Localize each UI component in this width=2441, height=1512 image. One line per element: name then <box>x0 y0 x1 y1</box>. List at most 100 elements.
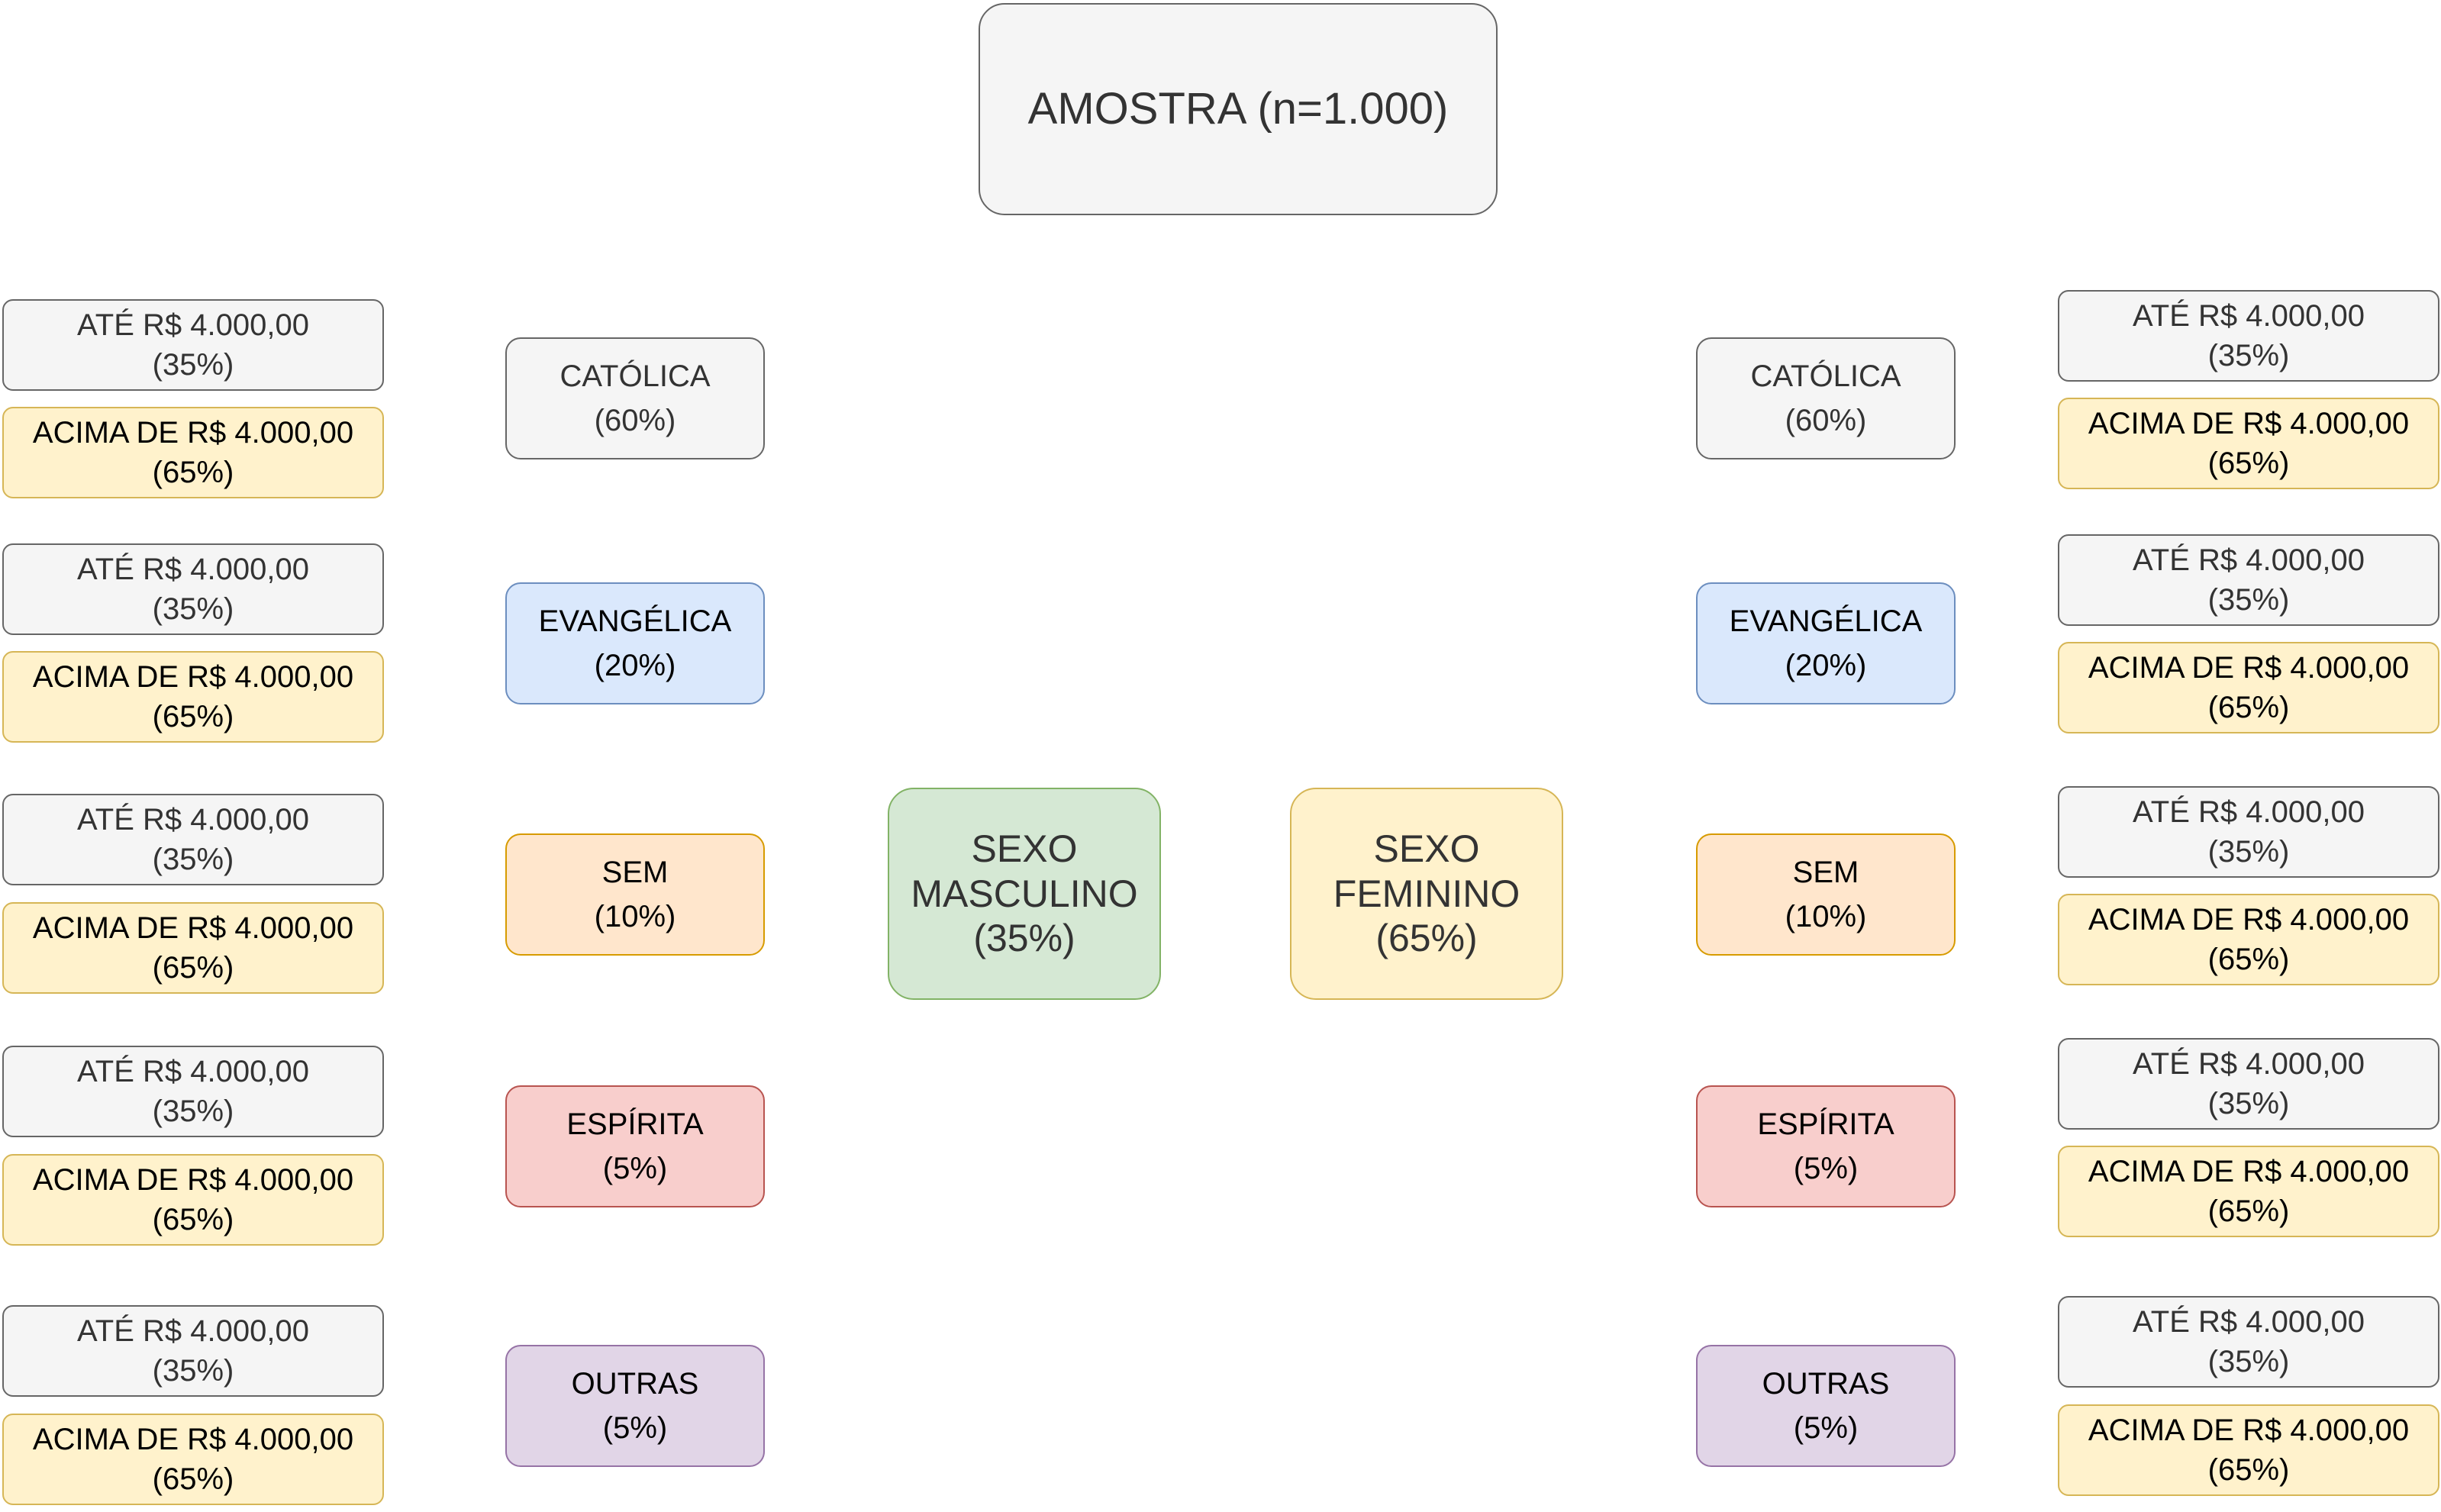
religion-pct: (5%) <box>602 1411 668 1445</box>
male-income-high-outras: ACIMA DE R$ 4.000,00 (65%) <box>2 1414 384 1505</box>
male-religion-catolica: CATÓLICA (60%) <box>505 337 765 459</box>
income-label: ATÉ R$ 4.000,00 <box>77 1055 309 1088</box>
income-pct: (65%) <box>152 700 234 733</box>
income-pct: (65%) <box>152 1462 234 1496</box>
income-pct: (35%) <box>152 592 234 626</box>
income-label: ATÉ R$ 4.000,00 <box>2133 1305 2365 1339</box>
male-line2: MASCULINO <box>911 872 1138 915</box>
male-income-high-espirita: ACIMA DE R$ 4.000,00 (65%) <box>2 1154 384 1246</box>
religion-label: ESPÍRITA <box>1757 1107 1894 1141</box>
income-pct: (35%) <box>152 843 234 876</box>
male-income-high-catolica: ACIMA DE R$ 4.000,00 (65%) <box>2 407 384 498</box>
religion-pct: (60%) <box>1785 404 1867 437</box>
income-label: ACIMA DE R$ 4.000,00 <box>2088 651 2410 685</box>
male-pct: (35%) <box>973 917 1075 960</box>
religion-pct: (20%) <box>1785 649 1867 682</box>
female-religion-espirita: ESPÍRITA (5%) <box>1696 1085 1956 1207</box>
income-label: ATÉ R$ 4.000,00 <box>77 1314 309 1348</box>
income-pct: (65%) <box>152 456 234 489</box>
income-pct: (65%) <box>2207 691 2290 724</box>
income-label: ATÉ R$ 4.000,00 <box>77 803 309 837</box>
female-income-low-evangelica: ATÉ R$ 4.000,00 (35%) <box>2058 534 2439 626</box>
religion-label: SEM <box>1792 856 1859 889</box>
religion-pct: (5%) <box>602 1152 668 1185</box>
female-income-low-espirita: ATÉ R$ 4.000,00 (35%) <box>2058 1038 2439 1130</box>
male-religion-outras: OUTRAS (5%) <box>505 1345 765 1467</box>
male-income-low-outras: ATÉ R$ 4.000,00 (35%) <box>2 1305 384 1397</box>
male-religion-espirita: ESPÍRITA (5%) <box>505 1085 765 1207</box>
male-node: SEXO MASCULINO (35%) <box>888 788 1161 1000</box>
religion-pct: (10%) <box>1785 900 1867 933</box>
income-pct: (35%) <box>2207 1345 2290 1378</box>
income-label: ACIMA DE R$ 4.000,00 <box>32 1423 354 1456</box>
income-label: ACIMA DE R$ 4.000,00 <box>32 416 354 450</box>
income-label: ACIMA DE R$ 4.000,00 <box>2088 1414 2410 1447</box>
female-pct: (65%) <box>1375 917 1478 960</box>
income-pct: (65%) <box>2207 447 2290 480</box>
male-income-low-espirita: ATÉ R$ 4.000,00 (35%) <box>2 1046 384 1137</box>
religion-pct: (20%) <box>594 649 676 682</box>
root-count: (n=1.000) <box>1257 83 1449 134</box>
religion-label: CATÓLICA <box>1750 359 1901 393</box>
income-pct: (35%) <box>2207 583 2290 617</box>
income-label: ACIMA DE R$ 4.000,00 <box>2088 903 2410 937</box>
male-income-low-evangelica: ATÉ R$ 4.000,00 (35%) <box>2 543 384 635</box>
female-religion-outras: OUTRAS (5%) <box>1696 1345 1956 1467</box>
female-income-high-catolica: ACIMA DE R$ 4.000,00 (65%) <box>2058 398 2439 489</box>
religion-label: OUTRAS <box>571 1367 699 1401</box>
income-pct: (65%) <box>2207 1453 2290 1487</box>
income-pct: (35%) <box>152 1095 234 1128</box>
female-income-low-sem: ATÉ R$ 4.000,00 (35%) <box>2058 786 2439 878</box>
female-religion-sem: SEM (10%) <box>1696 833 1956 956</box>
income-pct: (35%) <box>2207 1087 2290 1120</box>
female-income-high-espirita: ACIMA DE R$ 4.000,00 (65%) <box>2058 1146 2439 1237</box>
income-label: ACIMA DE R$ 4.000,00 <box>32 911 354 945</box>
income-label: ATÉ R$ 4.000,00 <box>2133 299 2365 333</box>
sample-root-node: AMOSTRA (n=1.000) <box>979 3 1498 215</box>
income-label: ATÉ R$ 4.000,00 <box>2133 1047 2365 1081</box>
female-line1: SEXO <box>1373 827 1480 871</box>
religion-label: CATÓLICA <box>559 359 711 393</box>
religion-label: ESPÍRITA <box>566 1107 704 1141</box>
religion-pct: (5%) <box>1793 1152 1859 1185</box>
income-pct: (35%) <box>2207 339 2290 372</box>
female-income-high-evangelica: ACIMA DE R$ 4.000,00 (65%) <box>2058 642 2439 733</box>
income-label: ATÉ R$ 4.000,00 <box>2133 795 2365 829</box>
root-label: AMOSTRA <box>1027 83 1247 134</box>
male-income-high-sem: ACIMA DE R$ 4.000,00 (65%) <box>2 902 384 994</box>
male-religion-sem: SEM (10%) <box>505 833 765 956</box>
female-node: SEXO FEMININO (65%) <box>1290 788 1563 1000</box>
income-label: ATÉ R$ 4.000,00 <box>77 553 309 586</box>
female-religion-catolica: CATÓLICA (60%) <box>1696 337 1956 459</box>
female-income-low-catolica: ATÉ R$ 4.000,00 (35%) <box>2058 290 2439 382</box>
religion-pct: (10%) <box>594 900 676 933</box>
income-label: ACIMA DE R$ 4.000,00 <box>32 660 354 694</box>
religion-pct: (5%) <box>1793 1411 1859 1445</box>
male-income-low-sem: ATÉ R$ 4.000,00 (35%) <box>2 794 384 885</box>
female-line2: FEMININO <box>1333 872 1520 915</box>
female-religion-evangelica: EVANGÉLICA (20%) <box>1696 582 1956 704</box>
income-pct: (65%) <box>2207 1194 2290 1228</box>
income-pct: (35%) <box>2207 835 2290 869</box>
income-label: ACIMA DE R$ 4.000,00 <box>32 1163 354 1197</box>
income-label: ATÉ R$ 4.000,00 <box>2133 543 2365 577</box>
income-pct: (65%) <box>152 1203 234 1236</box>
female-income-high-outras: ACIMA DE R$ 4.000,00 (65%) <box>2058 1404 2439 1496</box>
income-pct: (35%) <box>152 348 234 382</box>
male-income-high-evangelica: ACIMA DE R$ 4.000,00 (65%) <box>2 651 384 743</box>
religion-pct: (60%) <box>594 404 676 437</box>
income-pct: (65%) <box>2207 943 2290 976</box>
female-income-high-sem: ACIMA DE R$ 4.000,00 (65%) <box>2058 894 2439 985</box>
religion-label: SEM <box>601 856 669 889</box>
male-religion-evangelica: EVANGÉLICA (20%) <box>505 582 765 704</box>
religion-label: EVANGÉLICA <box>1729 604 1923 638</box>
female-income-low-outras: ATÉ R$ 4.000,00 (35%) <box>2058 1296 2439 1388</box>
income-label: ACIMA DE R$ 4.000,00 <box>2088 407 2410 440</box>
income-label: ACIMA DE R$ 4.000,00 <box>2088 1155 2410 1188</box>
religion-label: OUTRAS <box>1762 1367 1890 1401</box>
income-pct: (35%) <box>152 1354 234 1388</box>
religion-label: EVANGÉLICA <box>538 604 732 638</box>
male-line1: SEXO <box>971 827 1078 871</box>
income-label: ATÉ R$ 4.000,00 <box>77 308 309 342</box>
